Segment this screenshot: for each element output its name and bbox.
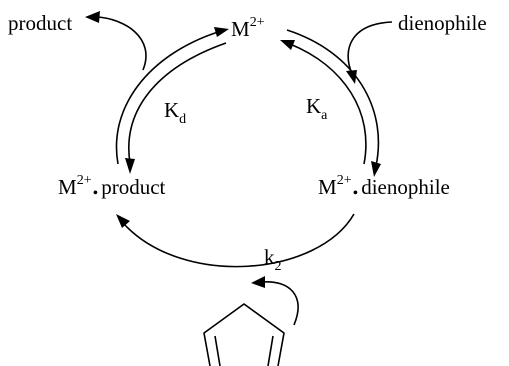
reaction-arrow-bottom	[123, 213, 355, 268]
dissociation-arrow-left-outer	[115, 31, 219, 165]
metal-charge: 2+	[250, 15, 265, 30]
arrowhead-left-inner	[125, 158, 135, 174]
free-dienophile-label: dienophile	[398, 11, 487, 35]
ka-label: Ka	[306, 94, 328, 123]
kd-label: Kd	[164, 98, 186, 127]
diene-entry-arrow	[261, 281, 299, 326]
arrowhead-right-inner	[280, 40, 295, 50]
metal-dienophile-complex-label: M2+•dienophile	[318, 173, 450, 202]
complex-dot: •	[93, 185, 99, 202]
product-release-arrow	[95, 16, 147, 71]
arrowhead-dienophile-entry	[346, 70, 357, 84]
dienophile-entry-arrow	[347, 21, 393, 75]
arrowhead-bottom	[116, 214, 130, 228]
association-arrow-left-inner	[128, 42, 227, 164]
arrowhead-diene-entry	[251, 276, 265, 288]
arrowhead-left-outer	[214, 27, 229, 37]
cyclopentadiene-icon	[203, 303, 285, 366]
association-arrow-right-outer	[286, 29, 380, 167]
k2-label: k2	[264, 245, 282, 274]
metal-symbol: M	[231, 17, 250, 41]
arrowhead-right-outer	[371, 161, 381, 177]
metal-ion-label: M2+	[231, 15, 265, 41]
arrowhead-product-release	[85, 11, 100, 23]
metal-product-complex-label: M2+•product	[58, 173, 166, 202]
complex-dot: •	[353, 185, 359, 202]
free-product-label: product	[8, 11, 72, 35]
dissociation-arrow-right-inner	[289, 43, 367, 165]
